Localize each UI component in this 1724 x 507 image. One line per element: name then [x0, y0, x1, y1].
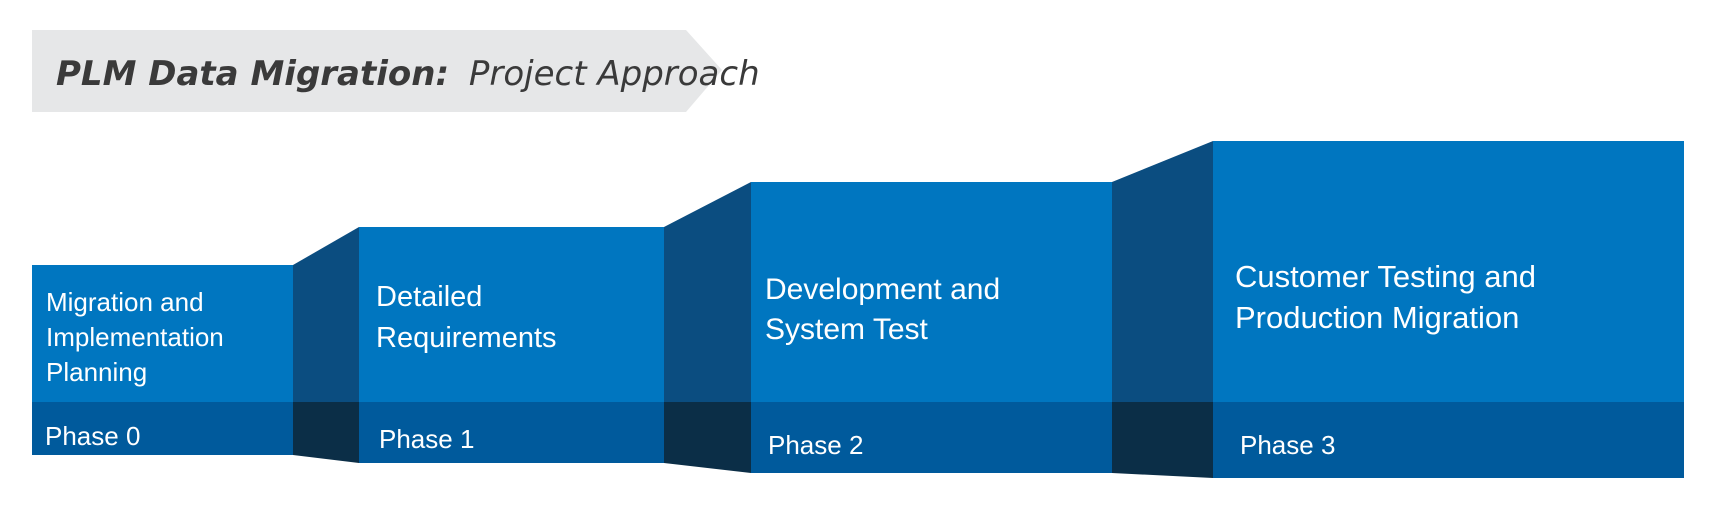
phase-2-bottom	[751, 402, 1112, 473]
phase-1-block: Detailed Requirements Phase 1	[359, 227, 664, 463]
phase-3-label: Phase 3	[1240, 430, 1335, 460]
phase-0-block: Migration and Implementation Planning Ph…	[32, 265, 293, 455]
connector-0-1-top	[293, 227, 359, 402]
phase-2-top	[751, 182, 1112, 402]
title-banner-arrow	[32, 30, 722, 112]
phase-1-name: Detailed Requirements	[376, 281, 557, 354]
phase-0-name: Migration and Implementation Planning	[46, 287, 231, 387]
phase-3-bottom	[1213, 402, 1684, 478]
phase-1-top	[359, 227, 664, 402]
phase-2-name-line-1: Development and	[765, 273, 1000, 306]
phase-0-bottom	[32, 402, 293, 455]
connector-1-2-bottom	[664, 402, 751, 473]
phase-2-name: Development and System Test	[765, 273, 1009, 346]
phase-2-label: Phase 2	[768, 430, 863, 460]
phase-2-block: Development and System Test Phase 2	[751, 182, 1112, 473]
phase-0-top	[32, 265, 293, 402]
page-title: PLM Data Migration: Project Approach	[56, 54, 760, 94]
phase-3-name: Customer Testing and Production Migratio…	[1235, 259, 1545, 335]
phase-0-label: Phase 0	[45, 421, 140, 451]
phase-0-name-line-1: Migration and	[46, 287, 204, 317]
connector-2-3-bottom	[1112, 402, 1213, 478]
phase-3-block: Customer Testing and Production Migratio…	[1213, 141, 1684, 478]
phase-3-top	[1213, 141, 1684, 402]
phase-0-name-line-2: Implementation	[46, 322, 224, 352]
title-banner: PLM Data Migration: Project Approach	[32, 30, 760, 112]
phase-0-name-line-3: Planning	[46, 357, 147, 387]
phase-2-name-line-2: System Test	[765, 313, 928, 346]
phase-1-name-line-2: Requirements	[376, 322, 557, 354]
phase-1-name-line-1: Detailed	[376, 281, 482, 313]
phase-3-name-line-2: Production Migration	[1235, 300, 1519, 335]
title-bold-part: PLM Data Migration:	[56, 54, 449, 94]
step-connectors	[293, 141, 1213, 478]
title-regular-part: Project Approach	[469, 54, 760, 94]
connector-2-3-top	[1112, 141, 1213, 402]
phase-1-label: Phase 1	[379, 424, 474, 454]
connector-1-2-top	[664, 182, 751, 402]
connector-0-1-bottom	[293, 402, 359, 463]
phase-1-bottom	[359, 402, 664, 463]
phase-3-name-line-1: Customer Testing and	[1235, 259, 1536, 294]
